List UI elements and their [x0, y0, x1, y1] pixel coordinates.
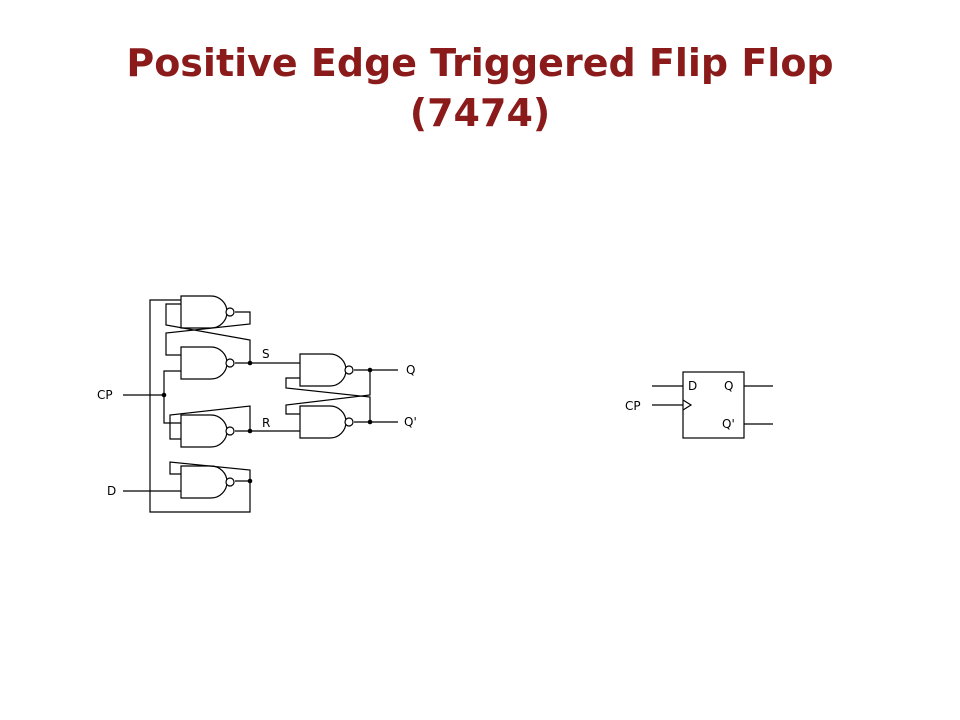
wire-qbar-feedback — [285, 377, 371, 422]
junction-dot — [247, 360, 253, 366]
wire-g1-out — [165, 311, 251, 356]
junction-dot — [367, 419, 373, 425]
nand-gate-q-bar — [299, 405, 354, 439]
symbol-label-q-bar: Q' — [722, 417, 735, 431]
flip-flop-symbol: D Q CP Q' — [625, 371, 773, 439]
nand-gate-1 — [180, 295, 235, 329]
nand-gate-2 — [180, 346, 235, 380]
label-d: D — [107, 484, 116, 498]
label-cp: CP — [97, 388, 113, 402]
flip-flop-circuit: CP D S R Q Q' — [97, 295, 417, 513]
nand-gate-q — [299, 353, 354, 387]
title-line-2: (7474) — [409, 91, 551, 135]
junction-dot — [161, 392, 167, 398]
nand-gate-3 — [180, 414, 235, 448]
junction-dot — [367, 367, 373, 373]
label-s: S — [262, 347, 270, 361]
junction-dot — [247, 478, 253, 484]
label-r: R — [262, 416, 270, 430]
symbol-clock-triangle — [682, 399, 693, 411]
symbol-label-cp: CP — [625, 399, 641, 413]
wire-q-feedback — [285, 370, 371, 415]
wire-cp — [123, 370, 181, 424]
nand-gate-4 — [180, 465, 235, 499]
wire-g3-cross — [169, 405, 251, 440]
wire-s-feedback — [165, 303, 251, 363]
wire-outer-loop — [149, 299, 251, 513]
symbol-label-q: Q — [724, 379, 733, 393]
title-line-1: Positive Edge Triggered Flip Flop — [126, 41, 834, 85]
label-q: Q — [406, 363, 415, 377]
wire-g4-cross — [169, 461, 251, 482]
page-title: Positive Edge Triggered Flip Flop (7474) — [0, 38, 960, 138]
symbol-label-d: D — [688, 379, 697, 393]
label-q-bar: Q' — [404, 415, 417, 429]
junction-dot — [247, 428, 253, 434]
